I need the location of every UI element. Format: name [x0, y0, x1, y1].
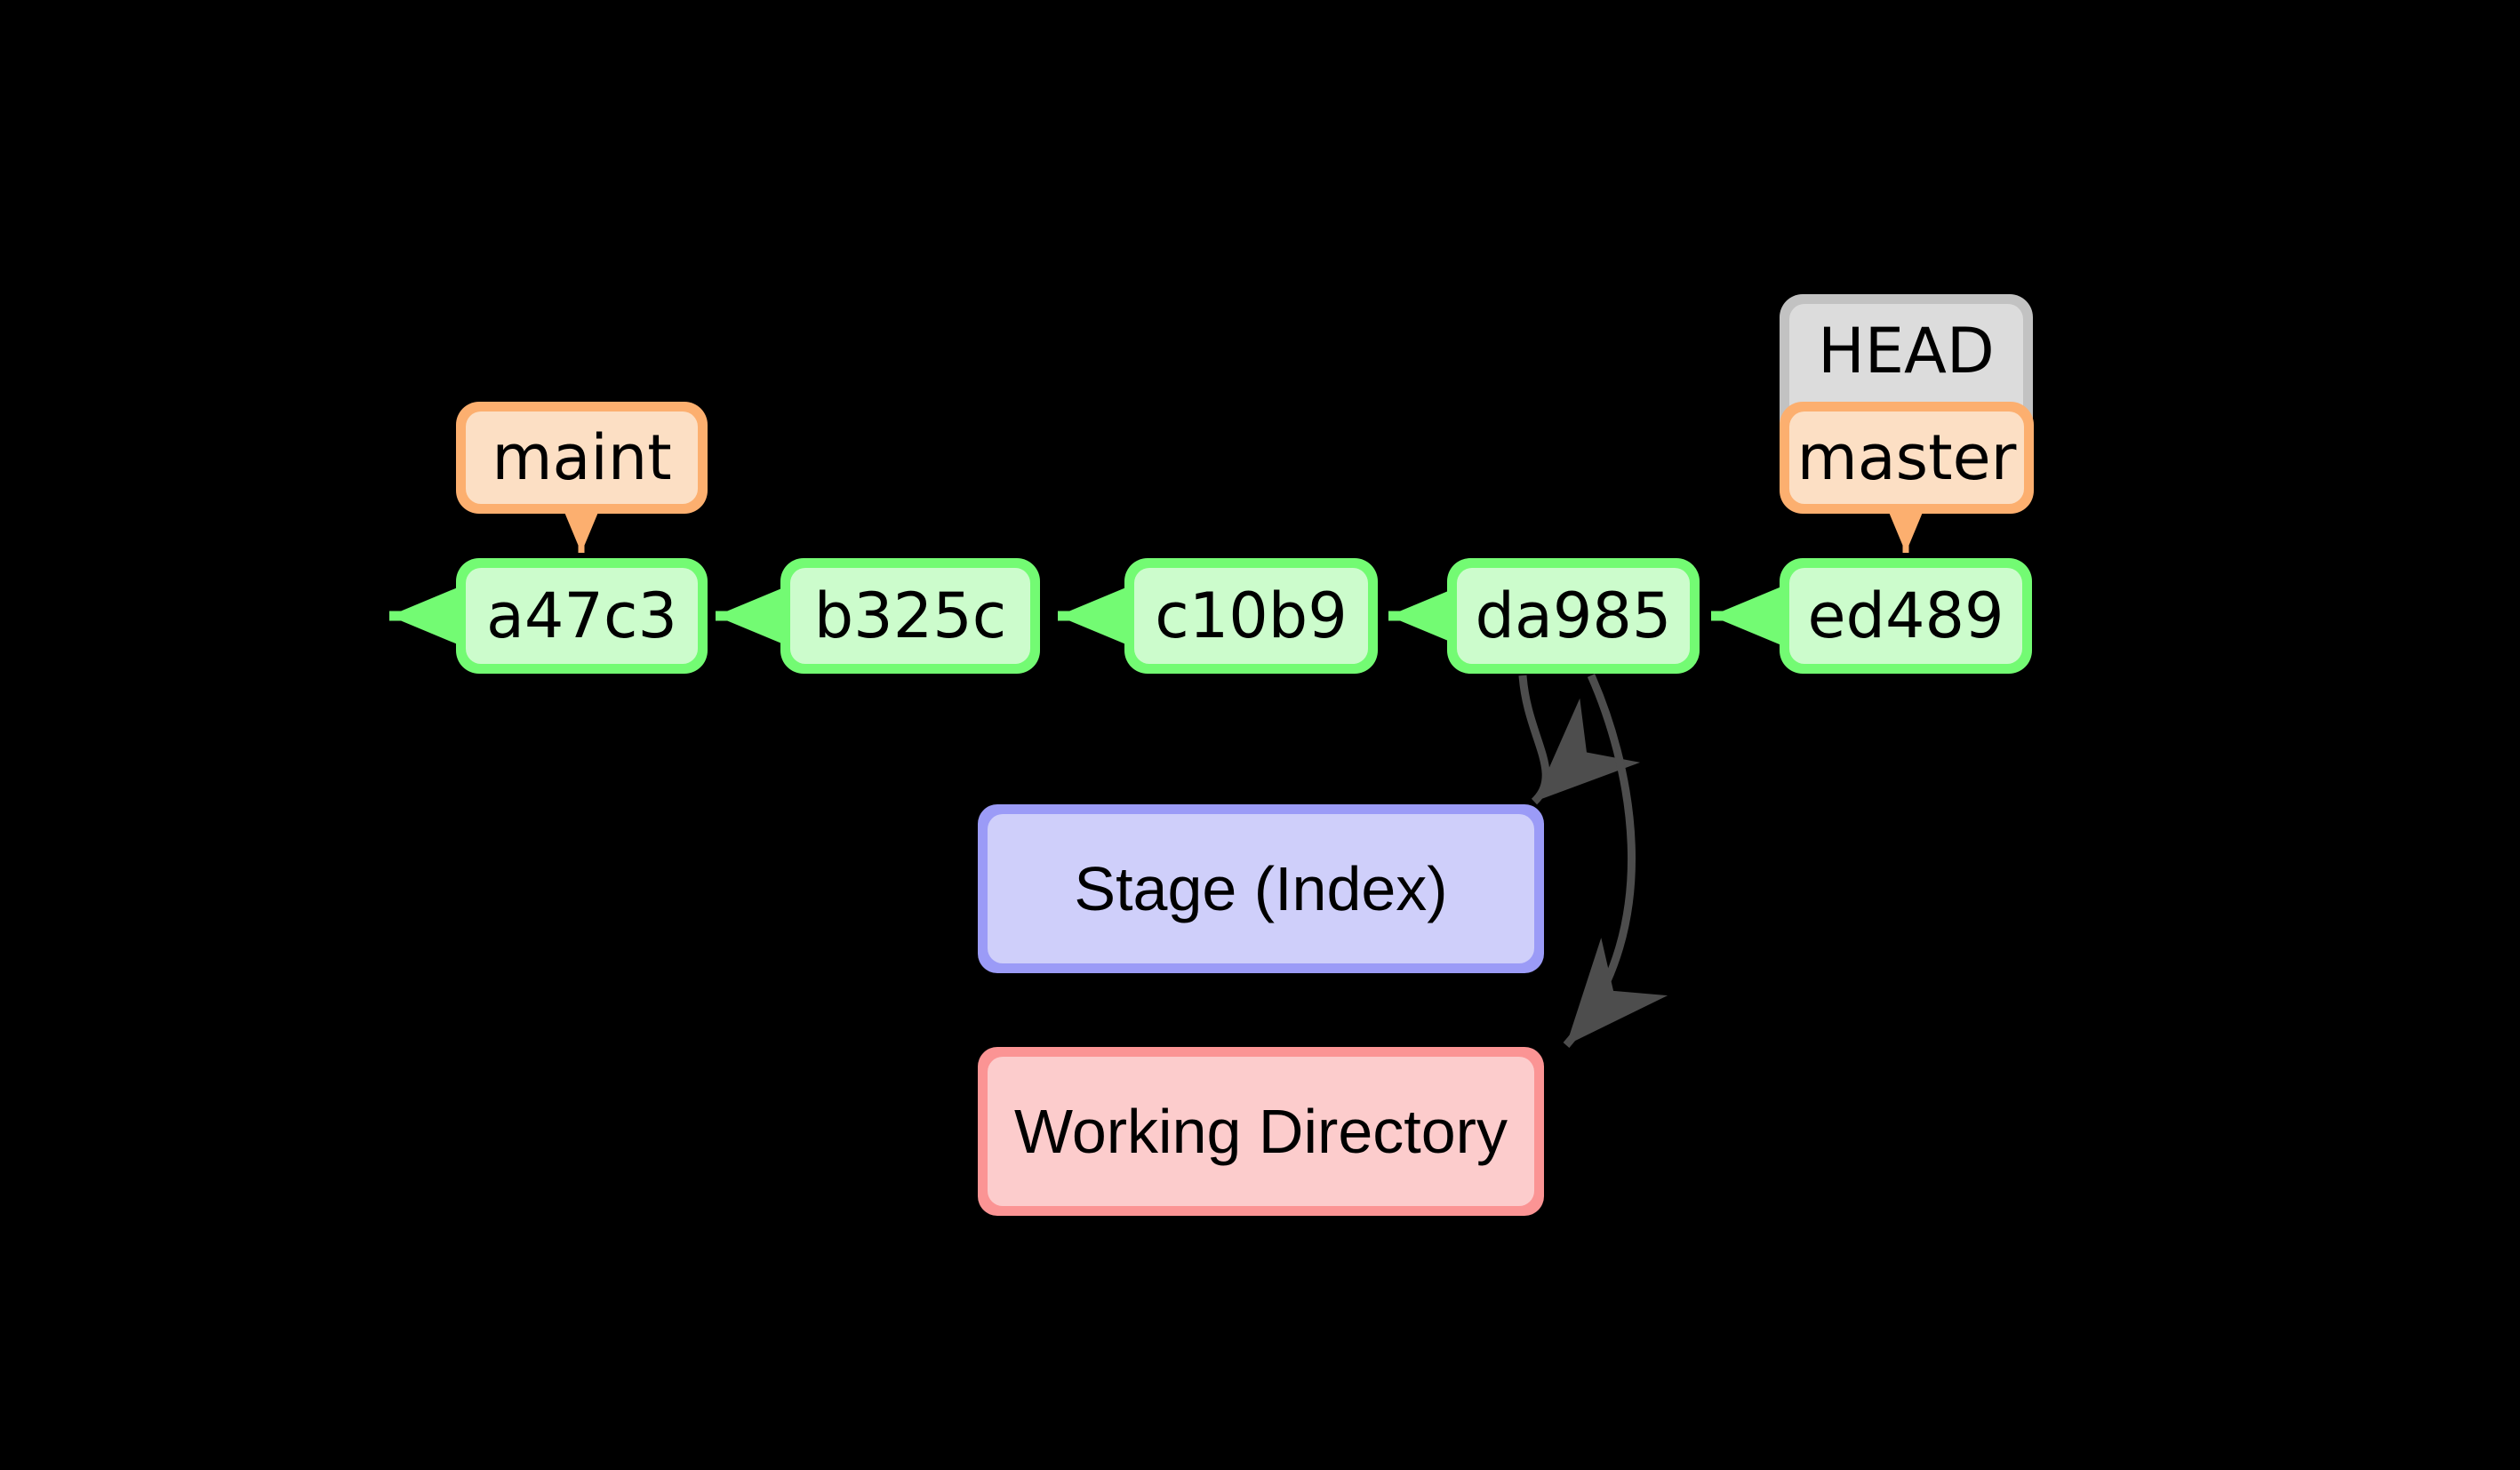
- stage-index-box-inner: Stage (Index): [988, 814, 1534, 963]
- commit-node-a47c3-inner: a47c3: [466, 568, 698, 664]
- stage-index-box[interactable]: Stage (Index): [978, 804, 1544, 973]
- commit-node-a47c3[interactable]: a47c3: [456, 558, 708, 674]
- commit-node-c10b9[interactable]: c10b9: [1124, 558, 1378, 674]
- commit-node-b325c-inner: b325c: [790, 568, 1030, 664]
- ref-node-maint[interactable]: maint: [456, 402, 708, 514]
- commit-node-c10b9-inner: c10b9: [1134, 568, 1368, 664]
- commit-node-ed489-inner: ed489: [1789, 568, 2022, 664]
- ref-node-maint-inner: maint: [466, 411, 698, 504]
- commit-label-a47c3: a47c3: [486, 579, 677, 652]
- ref-label-head: HEAD: [1818, 315, 1995, 387]
- ref-node-master[interactable]: master: [1780, 402, 2034, 514]
- ref-arrows: [550, 478, 1937, 553]
- commit-label-ed489: ed489: [1807, 579, 2004, 652]
- commit-node-ed489[interactable]: ed489: [1780, 558, 2032, 674]
- commit-label-b325c: b325c: [813, 579, 1007, 652]
- working-directory-box[interactable]: Working Directory: [978, 1047, 1544, 1216]
- commit-label-da985: da985: [1475, 579, 1672, 652]
- working-directory-label: Working Directory: [1014, 1097, 1508, 1166]
- commit-node-da985[interactable]: da985: [1447, 558, 1700, 674]
- commit-node-da985-inner: da985: [1457, 568, 1690, 664]
- ref-label-maint: maint: [492, 421, 672, 494]
- commit-node-b325c[interactable]: b325c: [780, 558, 1040, 674]
- stage-index-label: Stage (Index): [1074, 854, 1448, 923]
- arrow-da985-to-stage: [1518, 675, 1641, 805]
- ref-node-master-inner: master: [1789, 411, 2024, 504]
- ref-label-master: master: [1796, 421, 2017, 494]
- commit-label-c10b9: c10b9: [1155, 579, 1348, 652]
- arrow-da985-to-working-directory: [1563, 674, 1668, 1048]
- working-directory-box-inner: Working Directory: [988, 1057, 1534, 1206]
